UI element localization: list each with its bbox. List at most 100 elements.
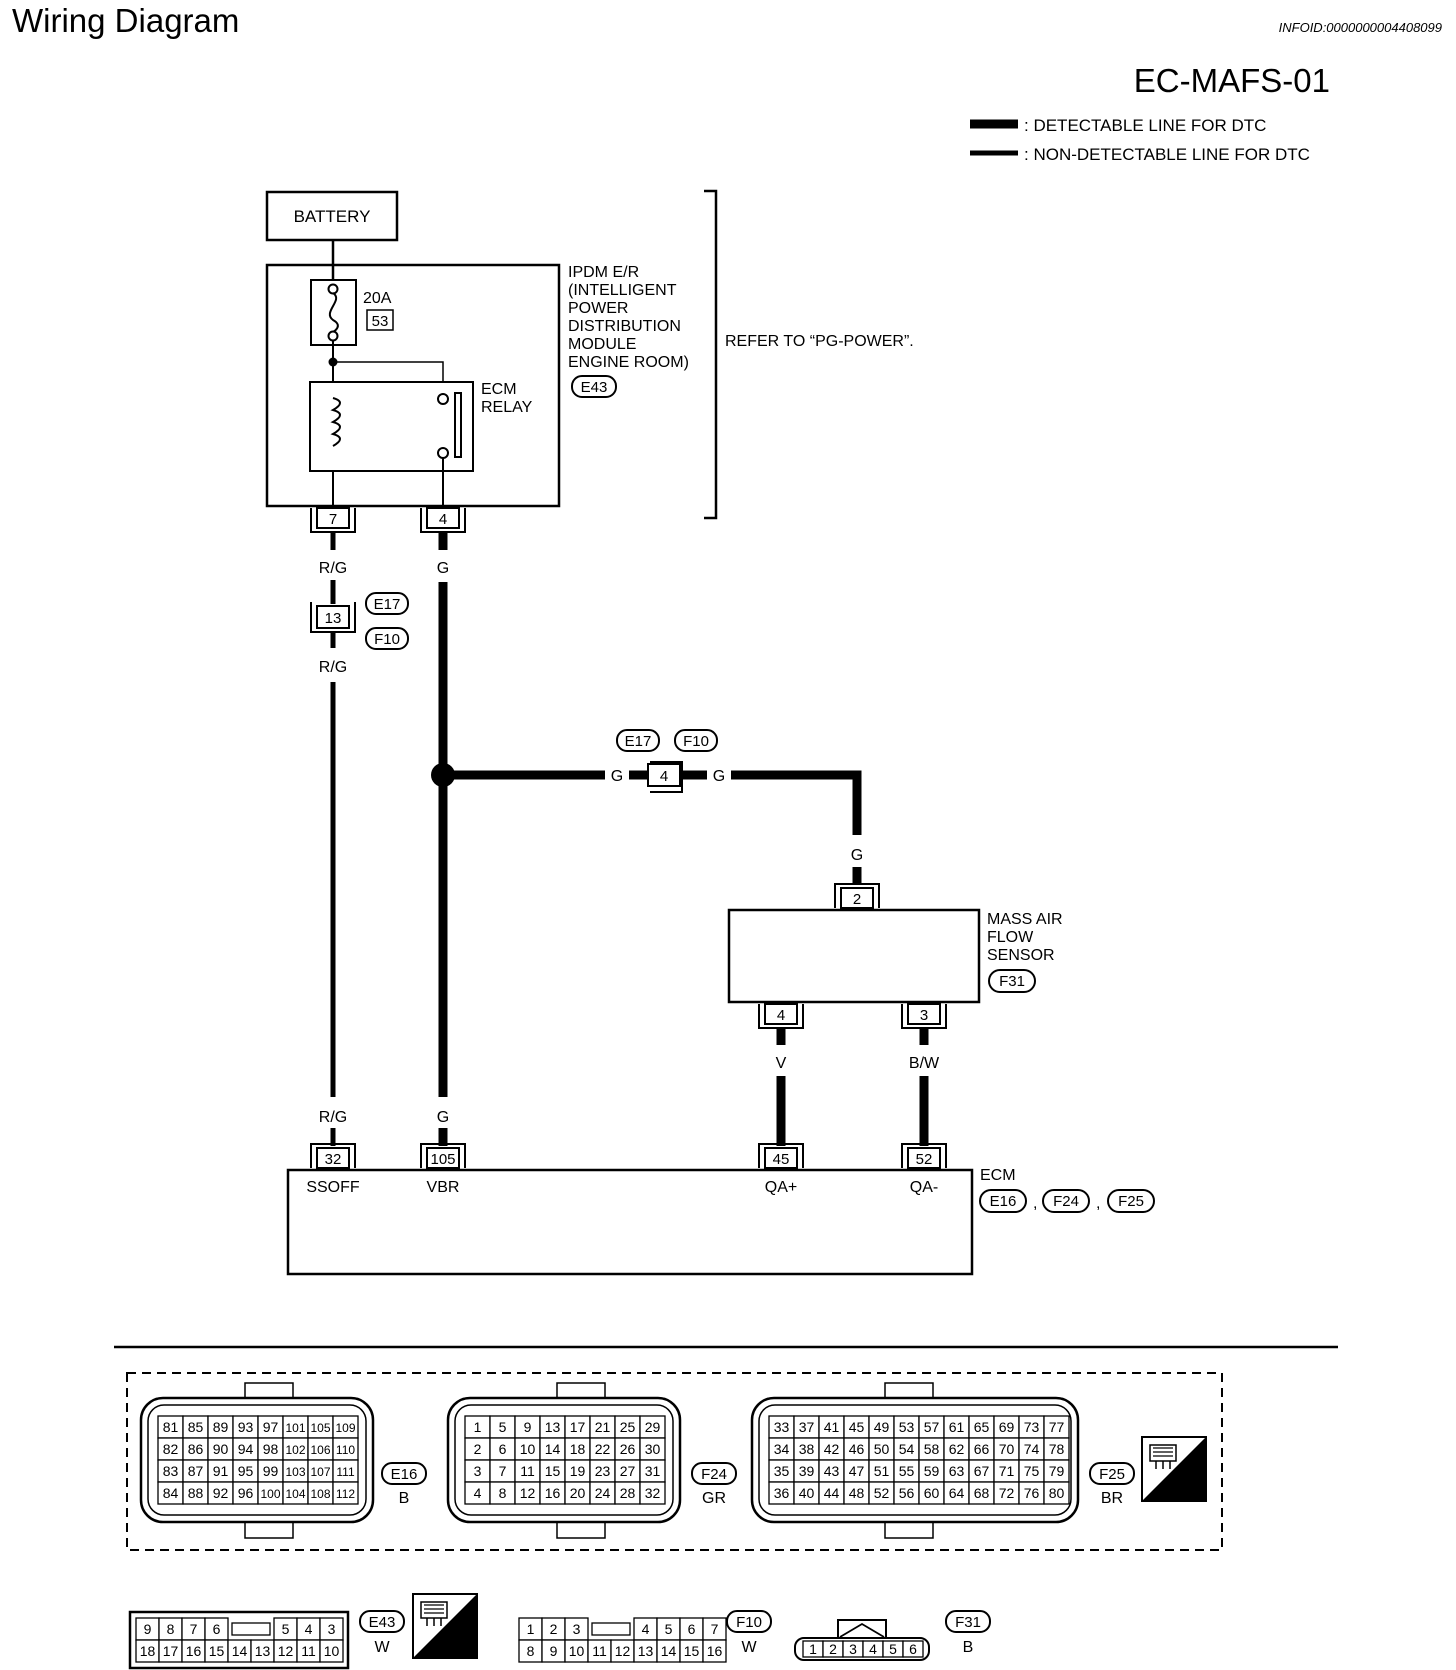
refer-note: REFER TO “PG-POWER”. — [725, 333, 914, 350]
pin-40-label: 40 — [799, 1485, 815, 1501]
ecm-connector-e16: E16 — [990, 1193, 1017, 1210]
ecm-pin-45-housing — [758, 1143, 804, 1168]
pin-42-label: 42 — [824, 1441, 840, 1457]
pin-3-label: 3 — [849, 1641, 857, 1657]
pin-15-label: 15 — [545, 1463, 561, 1479]
pin-12-label: 12 — [615, 1643, 631, 1659]
f25-id-badge — [1089, 1462, 1135, 1485]
pin-14-label: 14 — [661, 1643, 677, 1659]
pin-55-label: 55 — [899, 1463, 915, 1479]
pin-5-label: 5 — [499, 1419, 507, 1435]
pin-61-label: 61 — [949, 1419, 965, 1435]
pin-80-label: 80 — [1049, 1485, 1065, 1501]
ecm-connector-f25: F25 — [1118, 1193, 1144, 1210]
pin-96-label: 96 — [238, 1485, 254, 1501]
pin-95-label: 95 — [238, 1463, 254, 1479]
pin-112-label: 112 — [336, 1487, 355, 1501]
ipdm-label-2: (INTELLIGENT — [568, 282, 677, 299]
relay-contact-top — [437, 393, 449, 405]
pin-43-label: 43 — [824, 1463, 840, 1479]
ecm-pin-name-vbr: VBR — [427, 1179, 460, 1196]
ipdm-label-1: IPDM E/R — [568, 264, 639, 281]
pin-31-label: 31 — [645, 1463, 661, 1479]
wire-label-rg-bottom: R/G — [319, 1109, 347, 1126]
ecm-pin-32-housing — [310, 1143, 356, 1168]
ecm-pin-105-housing — [420, 1143, 466, 1168]
pin-9-label: 9 — [550, 1643, 558, 1659]
pin-4-label: 4 — [869, 1641, 877, 1657]
pin-68-label: 68 — [974, 1485, 990, 1501]
ecm-relay-box — [309, 381, 474, 472]
pin-86-label: 86 — [188, 1441, 204, 1457]
pin-111-label: 111 — [336, 1465, 355, 1479]
wire-label-g-maf: G — [851, 847, 863, 864]
pin-20-label: 20 — [570, 1485, 586, 1501]
pin-32-cell — [639, 1481, 666, 1505]
pin-60-label: 60 — [924, 1485, 940, 1501]
pin-6-cell — [902, 1640, 924, 1658]
joint-f10-badge — [365, 627, 409, 650]
maf-label-1: MASS AIR — [987, 911, 1063, 928]
pin-73-label: 73 — [1024, 1419, 1040, 1435]
pin-49-label: 49 — [874, 1419, 890, 1435]
pin-5-label: 5 — [889, 1641, 897, 1657]
pin-8-label: 8 — [499, 1485, 507, 1501]
pin-29-label: 29 — [645, 1419, 661, 1435]
pin-89-label: 89 — [213, 1419, 229, 1435]
pin-81-label: 81 — [163, 1419, 179, 1435]
pin-56-label: 56 — [899, 1485, 915, 1501]
f31-id: F31 — [955, 1614, 981, 1631]
pin-112-cell — [332, 1481, 359, 1505]
joint-mid-f10-badge — [674, 729, 718, 752]
hs-icon: H.S. — [1141, 1436, 1207, 1502]
pin-106-label: 106 — [310, 1443, 330, 1457]
e16-id: E16 — [391, 1466, 418, 1483]
f25-id: F25 — [1099, 1466, 1125, 1483]
pin-90-label: 90 — [213, 1441, 229, 1457]
pin-14-label: 14 — [232, 1643, 248, 1659]
pin-14-label: 14 — [545, 1441, 561, 1457]
pin-65-label: 65 — [974, 1419, 990, 1435]
maf-pin-2-box — [840, 887, 874, 909]
pin-7-label: 7 — [499, 1463, 507, 1479]
pin-59-label: 59 — [924, 1463, 940, 1479]
maf-pin-4: 4 — [777, 1007, 785, 1024]
legend-detectable-label: : DETECTABLE LINE FOR DTC — [1024, 116, 1266, 135]
ipdm-pin-4: 4 — [439, 511, 447, 528]
pin-71-label: 71 — [999, 1463, 1015, 1479]
pin-70-label: 70 — [999, 1441, 1015, 1457]
pin-98-label: 98 — [263, 1441, 279, 1457]
joint-4-box — [647, 763, 681, 787]
ipdm-label-6: ENGINE ROOM) — [568, 354, 689, 371]
joint-13-box — [316, 605, 350, 629]
hs-icon: H.S. — [412, 1593, 478, 1659]
pin-107-label: 107 — [310, 1465, 330, 1479]
pin-67-label: 67 — [974, 1463, 990, 1479]
e43-id: E43 — [369, 1614, 396, 1631]
relay-contact-bottom — [437, 447, 449, 459]
pin-62-label: 62 — [949, 1441, 965, 1457]
hs-label: H.S. — [1166, 1478, 1197, 1495]
wire-label-g-top: G — [437, 560, 449, 577]
maf-pin-2: 2 — [853, 891, 861, 908]
f24-id: F24 — [701, 1466, 727, 1483]
pin-6-label: 6 — [688, 1621, 696, 1637]
pin-10-label: 10 — [324, 1643, 340, 1659]
pin-92-label: 92 — [213, 1485, 229, 1501]
ecm-pin-45: 45 — [773, 1151, 790, 1168]
refer-bracket — [704, 189, 718, 520]
pin-15-label: 15 — [209, 1643, 225, 1659]
f24-color: GR — [702, 1490, 726, 1507]
pin-80-cell — [1043, 1481, 1070, 1505]
pin-18-label: 18 — [570, 1441, 586, 1457]
pin-103-label: 103 — [285, 1465, 305, 1479]
pin-41-label: 41 — [824, 1419, 840, 1435]
pin-8-label: 8 — [167, 1621, 175, 1637]
pin-6-label: 6 — [909, 1641, 917, 1657]
ecm-pin-32-box — [316, 1147, 350, 1169]
pin-104-label: 104 — [285, 1487, 305, 1501]
pin-74-label: 74 — [1024, 1441, 1040, 1457]
